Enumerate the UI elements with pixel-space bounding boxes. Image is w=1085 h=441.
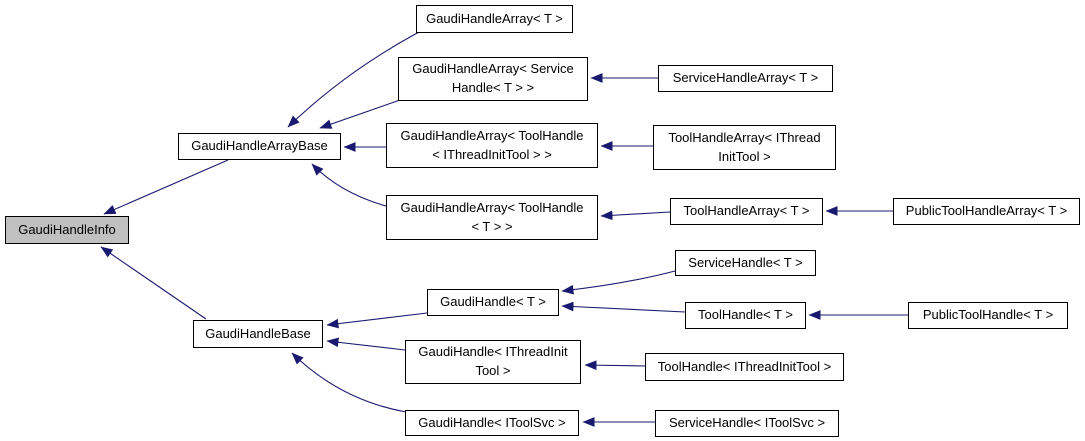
node-tool-handle-array-ithreadinittool[interactable]: ToolHandleArray< IThread InitTool > bbox=[653, 125, 836, 170]
edge-gaudihandlearraybase-to-gaudihandleinfo bbox=[103, 159, 229, 215]
node-service-handle-array-t[interactable]: ServiceHandleArray< T > bbox=[658, 65, 833, 92]
edge-toolhandle-ithreadinittool-to-gaudihandle-ithreadinittool bbox=[584, 360, 646, 371]
node-gaudi-handle-array-tool-handle-ithreadinittool[interactable]: GaudiHandleArray< ToolHandle < IThreadIn… bbox=[386, 123, 598, 168]
edge-toolhandle-t-to-gaudihandle-t bbox=[561, 301, 686, 313]
edge-gaudihandle-t-to-gaudihandlebase bbox=[326, 312, 428, 329]
node-service-handle-t[interactable]: ServiceHandle< T > bbox=[675, 250, 816, 276]
edge-gaudihandlearray-t-to-gaudihandlearraybase bbox=[287, 31, 420, 128]
node-gaudi-handle-itoolsvc[interactable]: GaudiHandle< IToolSvc > bbox=[405, 410, 579, 436]
node-tool-handle-t[interactable]: ToolHandle< T > bbox=[685, 302, 806, 329]
edge-gaudihandle-ithreadinittool-to-gaudihandlebase bbox=[326, 337, 406, 351]
node-tool-handle-array-t[interactable]: ToolHandleArray< T > bbox=[670, 198, 823, 225]
edge-toolhandlearray-t-to-gaudihandlearray-toolhandle-t bbox=[600, 210, 671, 221]
node-public-tool-handle-t[interactable]: PublicToolHandle< T > bbox=[908, 302, 1068, 329]
edge-gaudihandlearray-servicehandle-t-to-gaudihandlearraybase bbox=[319, 99, 401, 129]
node-gaudi-handle-ithreadinittool[interactable]: GaudiHandle< IThreadInit Tool > bbox=[405, 340, 581, 384]
edge-gaudihandlebase-to-gaudihandleinfo bbox=[100, 246, 207, 320]
edge-gaudihandlearray-toolhandle-t-to-gaudihandlearraybase bbox=[311, 163, 387, 207]
node-gaudi-handle-array-base[interactable]: GaudiHandleArrayBase bbox=[178, 133, 341, 160]
node-gaudi-handle-base[interactable]: GaudiHandleBase bbox=[193, 320, 323, 348]
node-gaudi-handle-array-tool-handle-t[interactable]: GaudiHandleArray< ToolHandle < T > > bbox=[386, 195, 598, 240]
node-gaudi-handle-info[interactable]: GaudiHandleInfo bbox=[5, 216, 129, 244]
node-tool-handle-ithreadinittool[interactable]: ToolHandle< IThreadInitTool > bbox=[645, 353, 844, 381]
edge-gaudihandle-itoolsvc-to-gaudihandlebase bbox=[291, 352, 407, 413]
node-service-handle-itoolsvc[interactable]: ServiceHandle< IToolSvc > bbox=[655, 410, 839, 437]
node-gaudi-handle-array-service-handle-t[interactable]: GaudiHandleArray< Service Handle< T > > bbox=[398, 57, 588, 101]
node-gaudi-handle-t[interactable]: GaudiHandle< T > bbox=[427, 289, 559, 316]
node-gaudi-handle-array-t[interactable]: GaudiHandleArray< T > bbox=[416, 5, 573, 33]
node-public-tool-handle-array-t[interactable]: PublicToolHandleArray< T > bbox=[893, 198, 1080, 225]
edge-servicehandle-t-to-gaudihandle-t bbox=[561, 270, 676, 295]
